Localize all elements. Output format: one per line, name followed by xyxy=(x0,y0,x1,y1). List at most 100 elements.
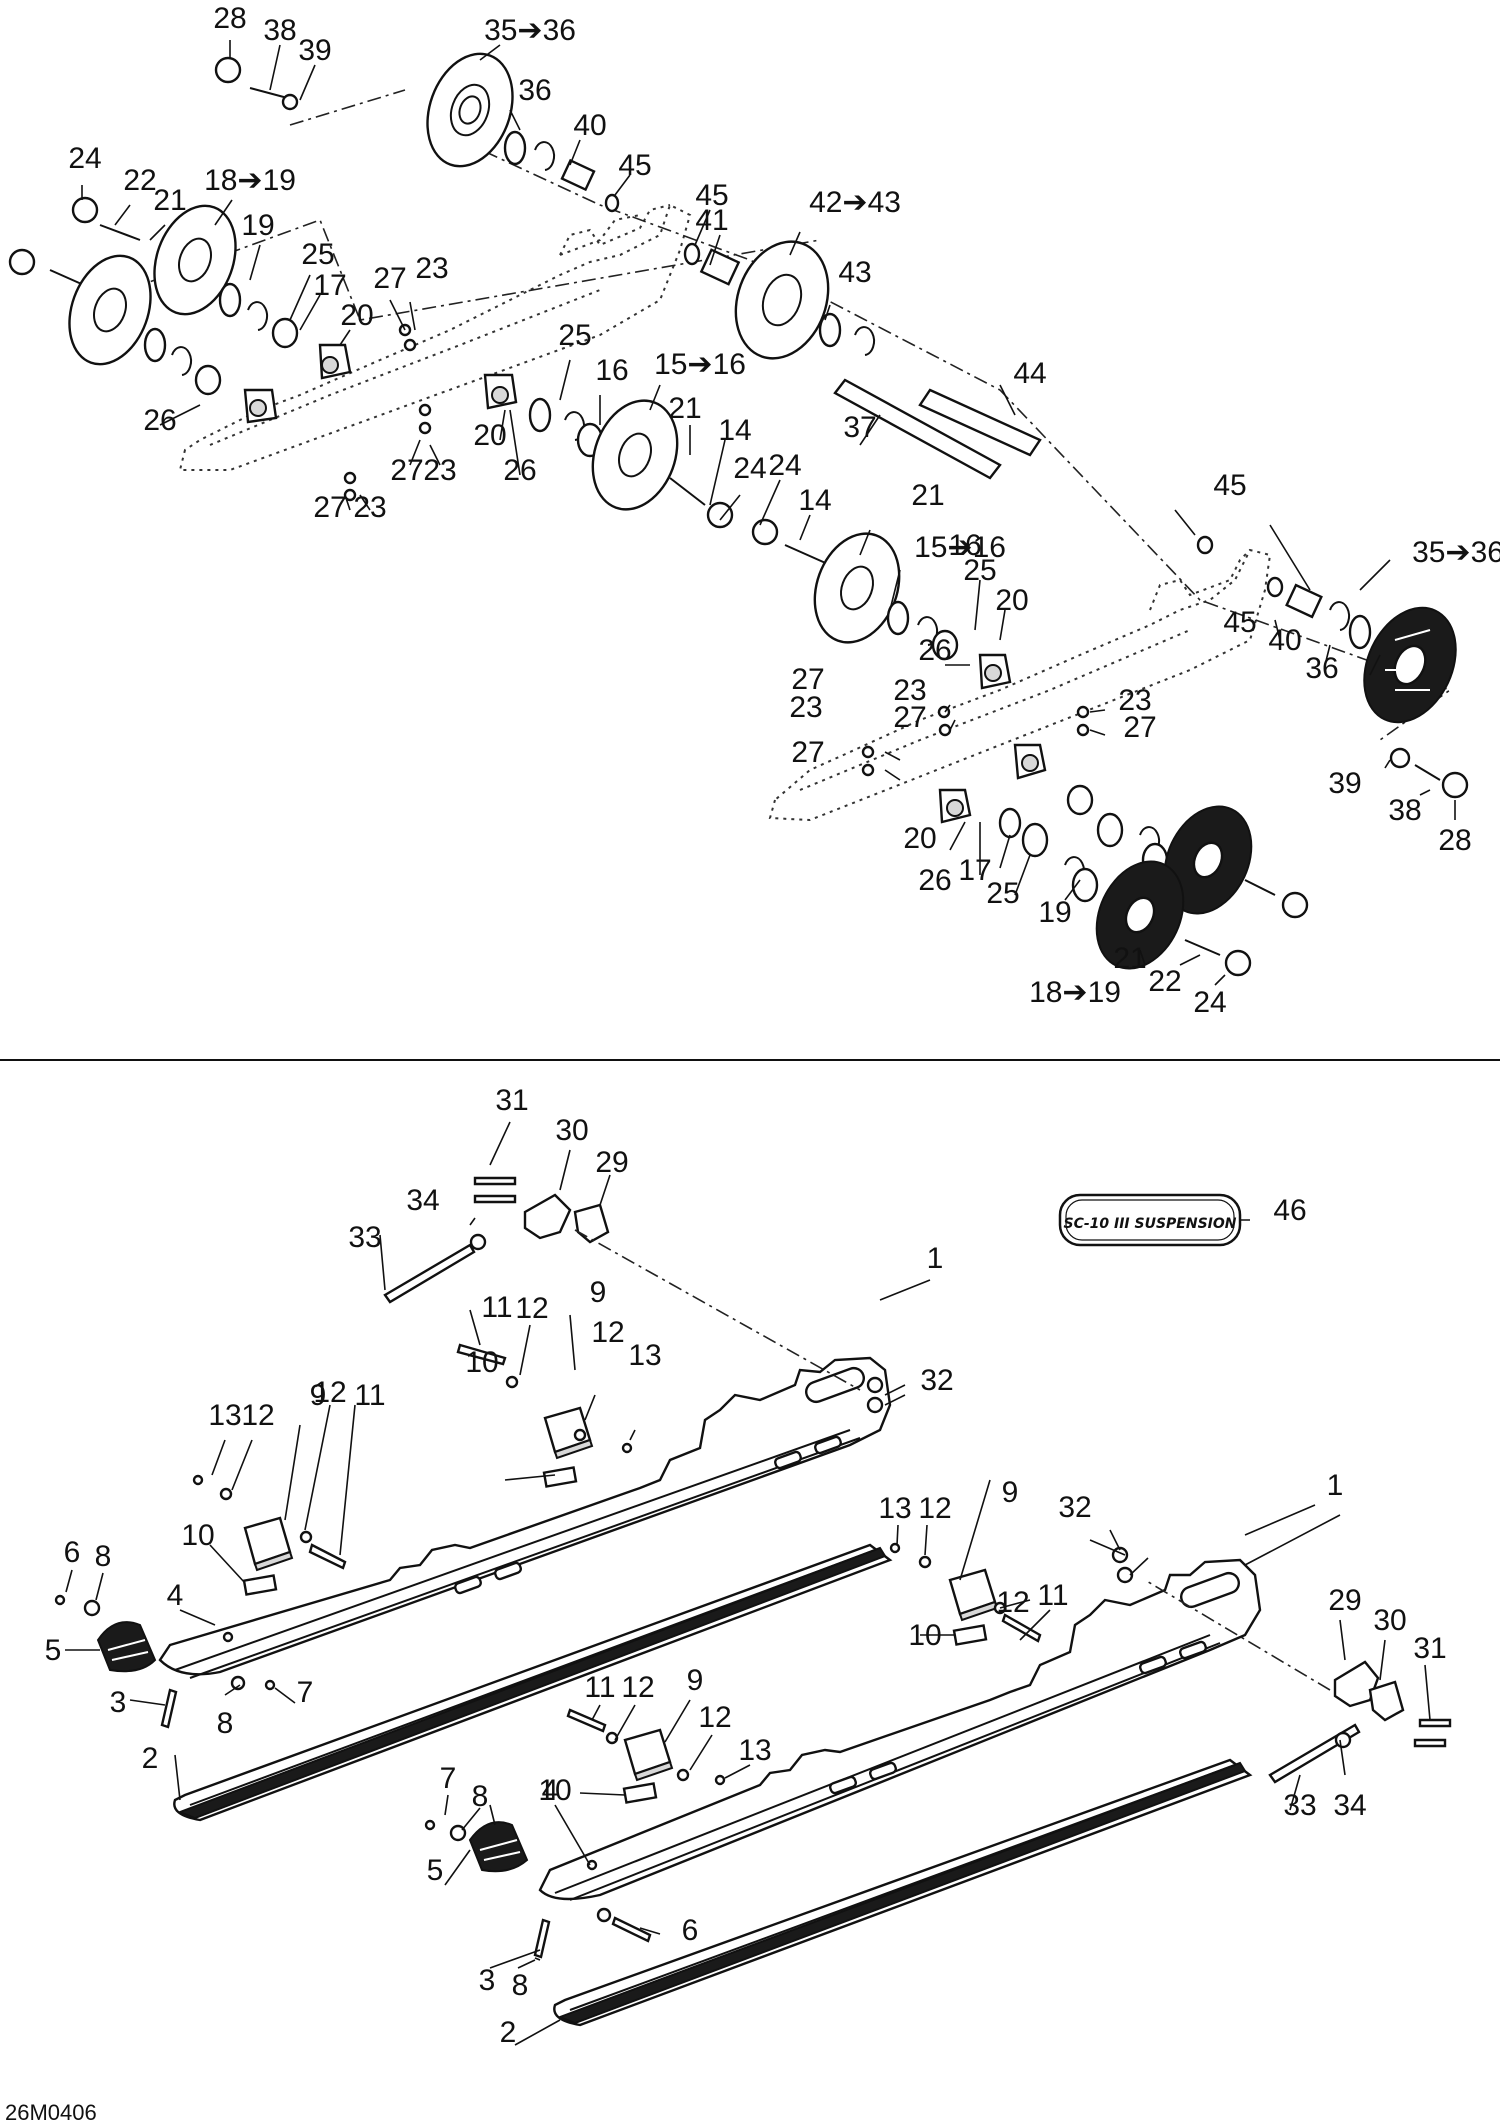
idler-wheel-42 xyxy=(734,240,830,360)
callout-label: 26 xyxy=(143,404,176,437)
callout-label: 36 xyxy=(1305,652,1338,685)
callout-label: 24 xyxy=(768,449,801,482)
bolt-33-top xyxy=(383,1243,476,1304)
drawing-code: 26M0406 xyxy=(5,2100,97,2125)
callout-label: 17 xyxy=(313,269,346,302)
callout-label: 15➔16 xyxy=(914,531,1006,564)
callout-label: 10 xyxy=(465,1346,498,1379)
suspension-rail-1-right xyxy=(538,1558,1262,1901)
callout-label: 26 xyxy=(503,454,536,487)
callout-label: 13 xyxy=(208,1399,241,1432)
callout-label: 25 xyxy=(558,319,591,352)
callout-label: 10 xyxy=(908,1619,941,1652)
callout-label: 28 xyxy=(1438,824,1471,857)
callout-label: 35➔36 xyxy=(484,14,576,47)
callout-label: 12 xyxy=(591,1316,624,1349)
bracket-30-right xyxy=(1333,1660,1405,1722)
callout-label: 2 xyxy=(500,2016,517,2049)
callout-label: 13 xyxy=(738,1734,771,1767)
callout-label: 12 xyxy=(241,1399,274,1432)
callout-label: 23 xyxy=(415,252,448,285)
pivot-block-20-c xyxy=(483,373,518,410)
callout-label: 5 xyxy=(45,1634,62,1667)
callout-label: 5 xyxy=(427,1854,444,1887)
bracket-30-top xyxy=(523,1193,610,1244)
callout-label: 23 xyxy=(789,691,822,724)
idler-wheel-18-lower xyxy=(68,254,152,366)
callout-label: 16 xyxy=(948,529,981,562)
callout-label: 14 xyxy=(798,484,831,517)
sc10-logo-text: SC-10 III SUSPENSION xyxy=(1063,1216,1236,1232)
callout-label: 31 xyxy=(495,1084,528,1117)
callout-label: 13 xyxy=(628,1339,661,1372)
callout-label: 7 xyxy=(440,1762,457,1795)
callout-label: 20 xyxy=(473,419,506,452)
callout-label: 16 xyxy=(595,354,628,387)
callout-label: 7 xyxy=(297,1676,314,1709)
pivot-block-20-a xyxy=(318,343,352,380)
callout-label: 45 xyxy=(1213,469,1246,502)
callout-label: 12 xyxy=(621,1671,654,1704)
callout-label: 28 xyxy=(213,2,246,35)
callout-label: 21 xyxy=(153,184,186,217)
callout-label: 22 xyxy=(123,164,156,197)
slider-block-9-c xyxy=(948,1568,999,1622)
callout-label: 27 xyxy=(791,663,824,696)
callout-label: 20 xyxy=(340,299,373,332)
lower-assembly: SC-10 III SUSPENSION xyxy=(54,1121,1452,2046)
callout-label: 44 xyxy=(1013,357,1046,390)
callout-label: 12 xyxy=(698,1701,731,1734)
callout-label: 46 xyxy=(1273,1194,1306,1227)
callout-label: 43 xyxy=(838,256,871,289)
callout-label: 4 xyxy=(542,1774,559,1807)
callout-label: 32 xyxy=(1058,1491,1091,1524)
idler-wheel-35-right xyxy=(1363,606,1457,724)
callout-label: 25 xyxy=(986,877,1019,910)
callout-label: 27 xyxy=(390,454,423,487)
slider-block-9-b xyxy=(243,1516,294,1572)
callout-label: 26 xyxy=(918,864,951,897)
callout-label: 36 xyxy=(518,74,551,107)
callout-label: 45 xyxy=(618,149,651,182)
callout-label: 11 xyxy=(354,1379,385,1412)
callout-label: 39 xyxy=(298,34,331,67)
callout-label: 29 xyxy=(1328,1584,1361,1617)
callout-label: 18➔19 xyxy=(1029,976,1121,1009)
callout-label: 38 xyxy=(263,14,296,47)
callout-label: 32 xyxy=(920,1364,953,1397)
callout-label: 1 xyxy=(1327,1469,1344,1502)
callout-label: 24 xyxy=(68,142,101,175)
callout-label: 19 xyxy=(241,209,274,242)
callout-label: 21 xyxy=(1113,942,1146,975)
callout-label: 2 xyxy=(142,1742,159,1775)
upper-assembly xyxy=(8,40,1469,986)
callout-label: 9 xyxy=(687,1664,704,1697)
end-cap-5-right xyxy=(468,1821,529,1873)
end-cap-5-left xyxy=(96,1621,157,1673)
callout-label: 11 xyxy=(1037,1579,1068,1612)
callout-label: 23 xyxy=(1118,684,1151,717)
suspension-rail-1-left xyxy=(158,1356,892,1679)
callout-label: 10 xyxy=(538,1774,571,1807)
callout-label: 24 xyxy=(1193,986,1226,1019)
callout-label: 24 xyxy=(733,452,766,485)
callout-label: 20 xyxy=(903,822,936,855)
callout-label: 34 xyxy=(1333,1789,1366,1822)
callout-label: 27 xyxy=(313,491,346,524)
callout-label: 6 xyxy=(682,1914,699,1947)
callout-label: 45 xyxy=(695,179,728,212)
idler-wheel-18-right-b xyxy=(1095,860,1185,970)
callout-label: 45 xyxy=(1223,606,1256,639)
callout-label: 34 xyxy=(406,1184,439,1217)
callout-label: 38 xyxy=(1388,794,1421,827)
callout-label: 8 xyxy=(95,1540,112,1573)
callout-label: 35➔36 xyxy=(1412,536,1500,569)
callout-label: 25 xyxy=(963,554,996,587)
callout-label: 33 xyxy=(1283,1789,1316,1822)
callout-label: 27 xyxy=(893,701,926,734)
callout-label: 3 xyxy=(110,1686,127,1719)
callout-label: 3 xyxy=(479,1964,496,1997)
callout-label: 18➔19 xyxy=(204,164,296,197)
callout-label: 22 xyxy=(1148,965,1181,998)
